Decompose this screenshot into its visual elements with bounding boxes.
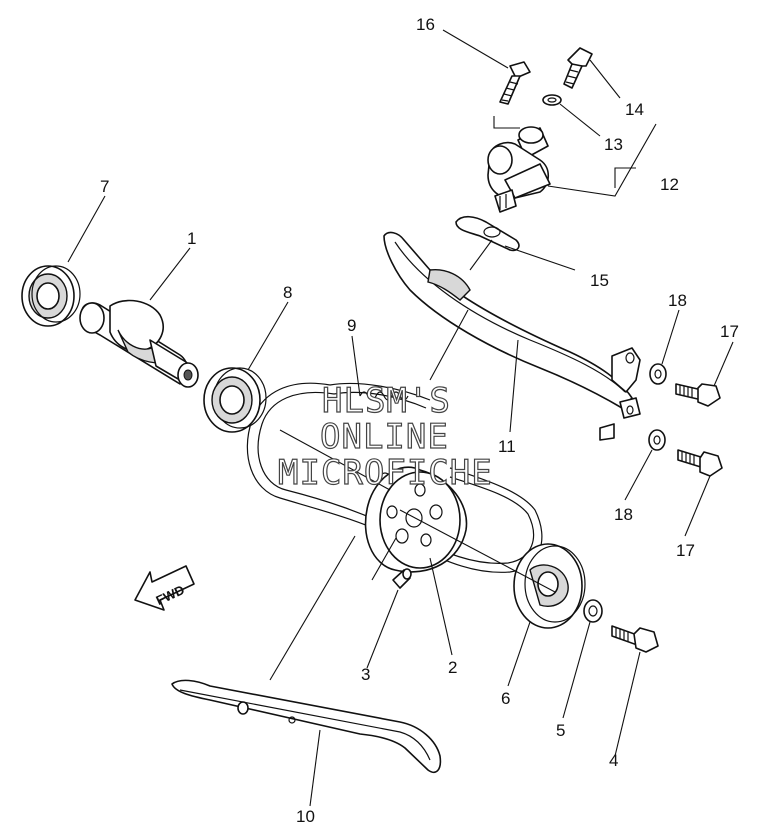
callout-10: 10: [296, 807, 315, 826]
watermark-line-2: ONLINE: [320, 417, 449, 457]
gasket: [455, 215, 520, 252]
o-ring: [542, 94, 562, 106]
callout-15: 15: [590, 271, 609, 290]
callout-3: 3: [361, 665, 370, 684]
callout-17-bottom: 17: [676, 541, 695, 560]
chain-guide-upper: [383, 231, 641, 441]
bolt-16: [499, 61, 531, 105]
callout-17-top: 17: [720, 322, 739, 341]
washer-18-upper: [649, 363, 667, 385]
bearing-left: [21, 265, 81, 327]
bolt-4: [611, 625, 659, 653]
callout-12: 12: [660, 175, 679, 194]
callout-1: 1: [187, 229, 196, 248]
tensioner-assembly: [487, 126, 551, 213]
plate: [513, 543, 586, 629]
callout-16: 16: [416, 15, 435, 34]
watermark-line-3: MICROFICHE: [278, 453, 493, 493]
callout-labels: 7 1 8 9 16 14 13 12 15 18 17 11 18 17 2 …: [100, 15, 739, 826]
callout-8: 8: [283, 283, 292, 302]
callout-13: 13: [604, 135, 623, 154]
callout-5: 5: [556, 721, 565, 740]
fwd-arrow-icon: FWD: [134, 565, 195, 611]
washer: [583, 599, 603, 623]
dowel-pin: [392, 568, 412, 589]
bearing-right: [203, 367, 267, 433]
callout-7: 7: [100, 177, 109, 196]
bolt-14: [563, 47, 593, 89]
callout-6: 6: [501, 689, 510, 708]
callout-9: 9: [347, 316, 356, 335]
callout-18-top: 18: [668, 291, 687, 310]
bolt-17-upper: [675, 383, 721, 407]
washer-18-lower: [648, 429, 666, 451]
bolt-17-lower: [677, 449, 723, 477]
callout-18-bottom: 18: [614, 505, 633, 524]
watermark-line-1: HLSM'S: [322, 381, 451, 421]
chain-guide-lower: [171, 679, 442, 774]
callout-2: 2: [448, 658, 457, 677]
callout-14: 14: [625, 100, 644, 119]
callout-4: 4: [609, 751, 618, 770]
camshaft: [79, 299, 199, 388]
callout-11: 11: [498, 437, 516, 456]
leader-lines: [67, 29, 734, 807]
watermark: HLSM'S ONLINE MICROFICHE: [277, 380, 493, 493]
